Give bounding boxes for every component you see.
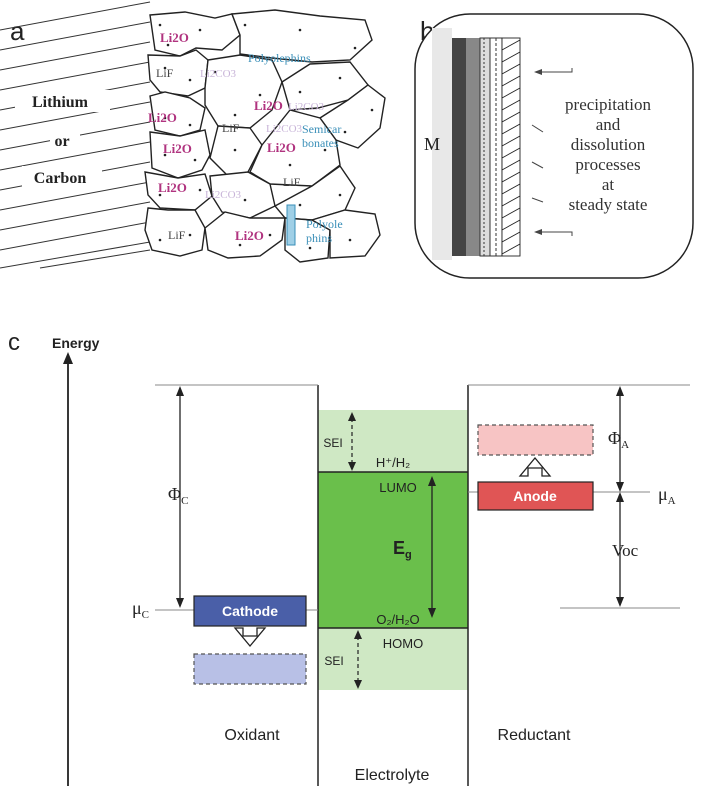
pointer-3: [531, 197, 544, 203]
grain-li2o-1: Li2O: [160, 30, 189, 45]
anode-up-arrow: [518, 456, 552, 477]
grain-lif-2: LiF: [222, 121, 240, 135]
mu-c-label: μC: [132, 598, 149, 621]
mu-a-label: μA: [658, 484, 676, 507]
grain-lif-1: LiF: [156, 66, 174, 80]
outer-hatched-layer: [501, 37, 521, 257]
sei-grains: [144, 9, 386, 263]
grain-li2co3-4: Li2CO3: [205, 189, 242, 201]
sei-bottom-label: SEI: [324, 654, 343, 668]
pointer-2: [531, 161, 544, 169]
porous-layer: [479, 37, 503, 257]
voc-label: Voc: [612, 541, 639, 560]
species-polyolephins: Polyolephins: [248, 51, 311, 65]
pointer-1: [531, 124, 544, 133]
species-semicarbonates-1: Semicar: [302, 122, 341, 136]
grain-li2co3-2: Li2CO3: [288, 101, 325, 113]
grain-lif-4: LiF: [168, 228, 186, 242]
grain-li2o-6: Li2O: [158, 180, 187, 195]
anode-ghost-box: [477, 424, 594, 456]
panel-c: c Energy ΦC μC Cathode Anode: [8, 329, 690, 786]
panel-b: b M precipit: [414, 13, 694, 279]
grain-li2o-7: Li2O: [235, 228, 264, 243]
phi-c-label: ΦC: [168, 484, 189, 507]
grain-lif-3: LiF: [283, 175, 301, 189]
eg-label: Eg: [393, 538, 412, 561]
process-text-4: processes: [575, 155, 640, 174]
dense-layer: [452, 38, 466, 256]
process-text-2: and: [596, 115, 621, 134]
o-couple-label: O₂/H₂O: [376, 612, 419, 627]
panel-a: a Lithium or Carbon: [0, 1, 386, 269]
grain-li2o-5: Li2O: [267, 140, 296, 155]
grain-li2o-4: Li2O: [163, 141, 192, 156]
energy-axis-label: Energy: [52, 335, 100, 351]
h-couple-label: H⁺/H₂: [376, 455, 410, 470]
cathode-down-arrow: [233, 627, 267, 648]
phi-a-label: ΦA: [608, 428, 629, 451]
species-semicarbonates-2: bonates: [302, 136, 339, 150]
grain-li2o-3: Li2O: [148, 110, 177, 125]
anode-box: [477, 481, 594, 511]
polyolephin-chain: [286, 204, 296, 246]
electrolyte-label: Electrolyte: [355, 767, 430, 784]
anode-label: Anode: [513, 488, 557, 504]
process-text-6: steady state: [569, 195, 648, 214]
panel-c-label: c: [8, 329, 20, 356]
process-text-5: at: [602, 175, 615, 194]
substrate-label-lithium: Lithium: [32, 94, 89, 111]
oxidant-label: Oxidant: [224, 727, 280, 744]
substrate-label-carbon: Carbon: [34, 170, 87, 187]
species-polyolephins2-1: Polyole: [306, 217, 343, 231]
band-gap-region: [318, 472, 468, 628]
cathode-label: Cathode: [222, 603, 278, 619]
process-text-1: precipitation: [565, 95, 651, 114]
mid-layer: [466, 38, 480, 256]
panel-a-label: a: [10, 16, 25, 46]
reductant-label: Reductant: [498, 727, 571, 744]
species-polyolephins2-2: phins: [306, 231, 332, 245]
process-text-3: dissolution: [571, 135, 646, 154]
grain-li2o-2: Li2O: [254, 98, 283, 113]
lumo-label: LUMO: [379, 480, 417, 495]
grain-dots: [158, 23, 374, 250]
grain-li2co3-1: Li2CO3: [200, 68, 237, 80]
sei-top-label: SEI: [323, 436, 342, 450]
metal-region: [432, 28, 452, 260]
grain-li2co3-3: Li2CO3: [266, 123, 303, 135]
homo-label: HOMO: [383, 636, 423, 651]
top-arrow: [538, 68, 573, 73]
cathode-ghost-box: [193, 653, 307, 685]
metal-label: M: [424, 134, 440, 154]
bottom-arrow: [538, 231, 573, 236]
cathode-box: [193, 595, 307, 627]
substrate-label-or: or: [54, 133, 69, 150]
substrate-label-bg: [15, 90, 110, 112]
